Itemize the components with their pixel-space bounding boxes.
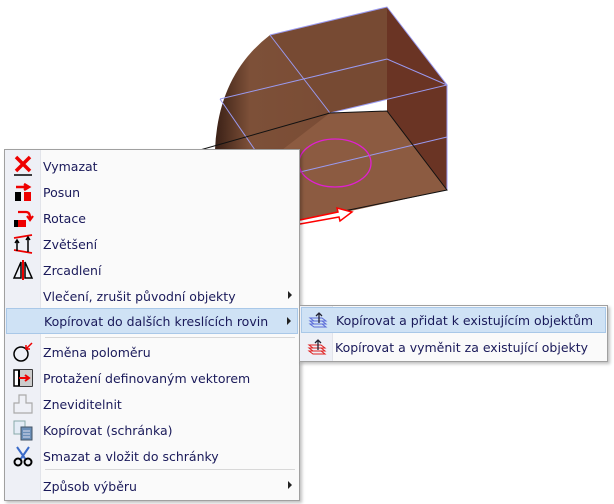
submenu-item-copy-replace[interactable]: Kopírovat a vyměnit za existující objekt… <box>301 334 606 360</box>
mirror-icon <box>6 257 40 283</box>
menu-item-mirror[interactable]: Zrcadlení <box>6 257 298 283</box>
submenu-arrow-icon <box>287 317 291 325</box>
copy-to-layers-submenu: Kopírovat a přidat k existujícím objektů… <box>299 305 608 362</box>
submenu-arrow-icon <box>288 481 292 489</box>
move-vector-arrow <box>299 206 354 225</box>
menu-item-selection-mode[interactable]: Způsob výběru <box>6 473 298 499</box>
menu-item-delete[interactable]: Vymazat <box>6 153 298 179</box>
copy-replace-layers-icon <box>301 334 332 360</box>
move-icon <box>6 179 40 205</box>
menu-item-change-radius[interactable]: Změna poloměru <box>6 339 298 365</box>
hide-icon <box>6 391 40 417</box>
scale-icon <box>6 231 40 257</box>
copy-icon <box>6 417 40 443</box>
menu-item-move[interactable]: Posun <box>6 179 298 205</box>
delete-icon <box>6 153 40 179</box>
cut-icon <box>6 443 40 469</box>
radius-icon <box>6 339 40 365</box>
edge-lines <box>219 6 448 190</box>
submenu-item-copy-add[interactable]: Kopírovat a přidat k existujícím objektů… <box>301 307 606 333</box>
menu-item-stretch[interactable]: Protažení definovaným vektorem <box>6 365 298 391</box>
menu-item-hide[interactable]: Zneviditelnit <box>6 391 298 417</box>
rotate-icon <box>6 205 40 231</box>
menu-separator <box>45 337 295 338</box>
stretch-icon <box>6 365 40 391</box>
menu-item-rotate[interactable]: Rotace <box>6 205 298 231</box>
menu-item-copy-to-layers[interactable]: Kopírovat do dalších kreslících rovin <box>6 308 298 334</box>
menu-item-cut[interactable]: Smazat a vložit do schránky <box>6 443 298 469</box>
context-menu: Vymazat Posun Rotace Zvětšení Zrcadlení … <box>4 149 300 501</box>
submenu-arrow-icon <box>288 291 292 299</box>
menu-item-scale[interactable]: Zvětšení <box>6 231 298 257</box>
menu-separator <box>45 469 295 470</box>
menu-item-copy-clipboard[interactable]: Kopírovat (schránka) <box>6 417 298 443</box>
right-side-face <box>387 7 447 190</box>
copy-add-layers-icon <box>302 307 333 333</box>
menu-item-drag[interactable]: Vlečení, zrušit původní objekty <box>6 283 298 309</box>
